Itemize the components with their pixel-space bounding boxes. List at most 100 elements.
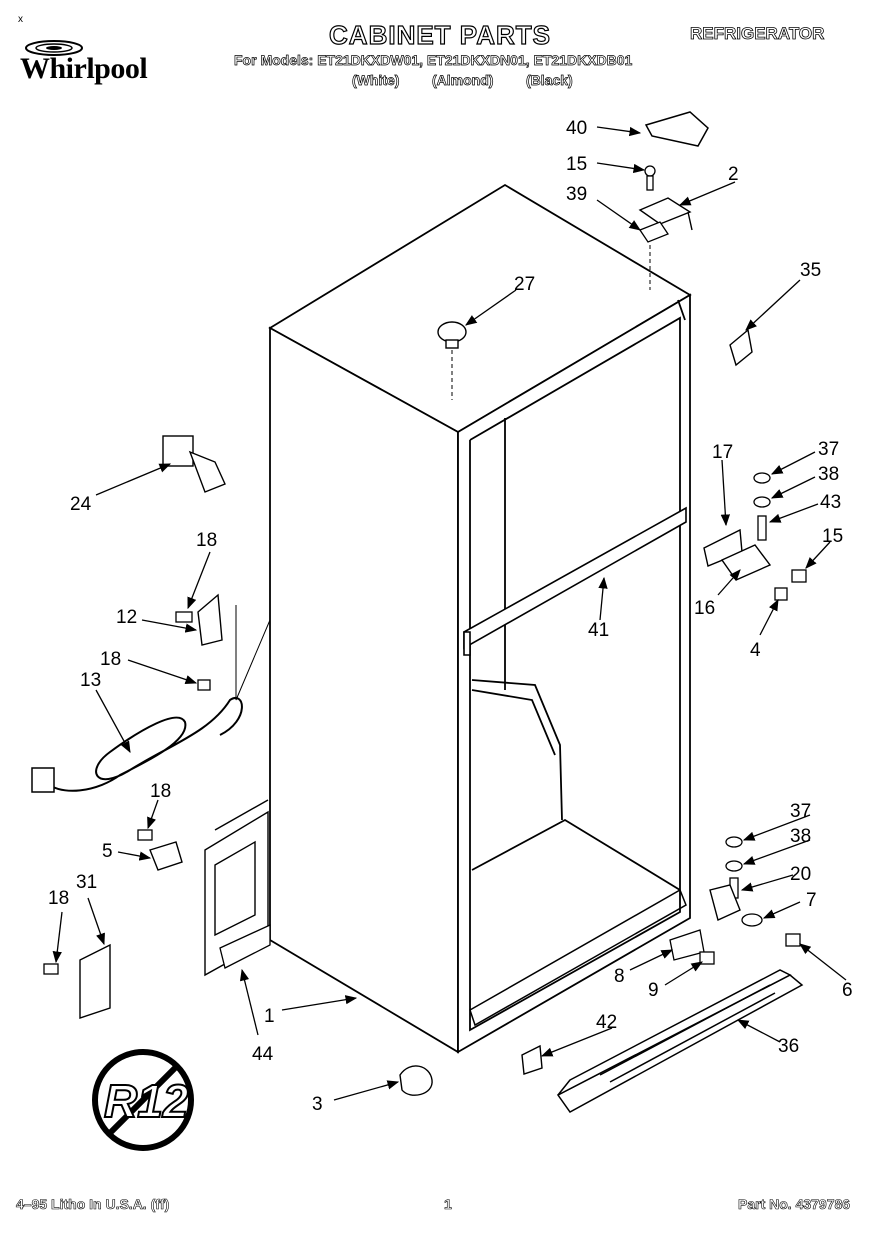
leveler-3-icon: [399, 1065, 433, 1096]
bottom-hinge-icon: [709, 884, 741, 921]
leader-42: [540, 1027, 613, 1057]
callout-6: 6: [842, 980, 853, 1001]
callout-24: 24: [70, 494, 92, 515]
leader-17: [720, 459, 731, 527]
cover-31-icon: [79, 943, 111, 1019]
callout-12: 12: [116, 607, 137, 628]
leader-40: [596, 126, 642, 137]
cabinet-body: [268, 183, 692, 1054]
top-hinge-icon: [638, 197, 693, 231]
callout-18d: 18: [48, 888, 69, 909]
leader-9: [664, 961, 703, 986]
washer-38a-icon: [753, 496, 771, 508]
screw-18c-icon: [137, 829, 153, 841]
whirlpool-logo-icon: [25, 40, 83, 56]
trim-clip-icon: [729, 328, 753, 367]
hinge-cover-icon: [644, 111, 709, 147]
screw-6-icon: [785, 933, 801, 947]
leader-18d: [52, 911, 63, 964]
plug-icon: [31, 767, 55, 793]
screw-4-icon: [774, 587, 788, 601]
callout-1: 1: [264, 1006, 275, 1027]
callout-44: 44: [252, 1044, 274, 1065]
leader-18c: [147, 799, 159, 830]
screw-18b-icon: [197, 679, 211, 691]
callout-4: 4: [750, 640, 761, 661]
hinge-shim-icon: [639, 221, 669, 243]
litho-note: 4–95 Litho In U.S.A. (ff): [16, 1196, 170, 1213]
leader-18b: [127, 659, 198, 685]
models-line: For Models: ET21DKXDW01, ET21DKXDN01, ET…: [234, 52, 633, 69]
washer-38b-icon: [725, 860, 743, 872]
variant-white: (White): [352, 72, 400, 89]
leader-43: [768, 503, 819, 523]
washer-37a-icon: [753, 472, 771, 484]
callout-38b: 38: [790, 826, 811, 847]
washer-37b-icon: [725, 836, 743, 848]
variant-black: (Black): [526, 72, 573, 89]
callout-15b: 15: [822, 526, 843, 547]
callout-13: 13: [80, 670, 101, 691]
bracket-8-icon: [669, 929, 705, 961]
callout-39: 39: [566, 184, 587, 205]
corner-mark: x: [18, 14, 23, 25]
screw-18d-icon: [43, 963, 59, 975]
plug-button-icon: [437, 321, 467, 349]
washer-7-icon: [741, 913, 763, 927]
toe-grille-icon: [556, 969, 804, 1113]
callout-2: 2: [728, 164, 739, 185]
leader-27: [465, 289, 517, 326]
r12-badge-label: R12: [103, 1074, 189, 1128]
callout-5: 5: [102, 841, 113, 862]
leader-15b: [805, 541, 831, 569]
leader-7: [762, 901, 801, 919]
callout-35: 35: [800, 260, 821, 281]
callout-3: 3: [312, 1094, 323, 1115]
leader-37a: [770, 451, 816, 475]
bottom-rail: [469, 888, 687, 1027]
power-cord-icon: [39, 697, 243, 792]
leader-24: [95, 463, 172, 496]
callout-8: 8: [614, 966, 625, 987]
page-title: CABINET PARTS: [328, 19, 551, 50]
callout-15a: 15: [566, 154, 587, 175]
part-number: Part No. 4379786: [738, 1196, 851, 1213]
callout-18c: 18: [150, 781, 171, 802]
top-screw-icon: [644, 165, 656, 191]
leader-4: [759, 598, 779, 636]
callout-37b: 37: [790, 801, 811, 822]
base-bracket-44-icon: [219, 923, 271, 969]
hinge-pin-43-icon: [757, 515, 767, 541]
callout-31: 31: [76, 872, 97, 893]
screw-18a-icon: [175, 611, 193, 623]
leader-6: [799, 943, 847, 981]
r12-badge-icon: [92, 1049, 194, 1151]
brand-name: Whirlpool: [20, 52, 148, 85]
divider-rail: [463, 506, 687, 656]
leader-1: [281, 995, 358, 1011]
leader-41: [598, 576, 608, 621]
bracket-12-icon: [197, 593, 223, 646]
grille-clip-42-icon: [521, 1044, 543, 1075]
leader-44: [239, 968, 259, 1036]
leader-38a: [770, 476, 816, 499]
leader-3: [333, 1080, 400, 1101]
callout-9: 9: [648, 980, 659, 1001]
callout-37a: 37: [818, 439, 839, 460]
variant-almond: (Almond): [432, 72, 494, 89]
leader-36: [736, 1019, 781, 1043]
category-label: REFRIGERATOR: [690, 24, 825, 44]
leader-13: [95, 689, 131, 754]
leader-20: [740, 874, 794, 892]
leader-12: [141, 619, 198, 633]
leader-39: [596, 199, 641, 231]
leader-18a: [187, 551, 211, 610]
callout-16: 16: [694, 598, 715, 619]
leader-15a: [596, 162, 646, 174]
callout-18b: 18: [100, 649, 121, 670]
callout-7: 7: [806, 890, 817, 911]
leader-8: [629, 949, 674, 971]
page-number: 1: [444, 1196, 452, 1213]
leader-38b: [742, 839, 811, 865]
